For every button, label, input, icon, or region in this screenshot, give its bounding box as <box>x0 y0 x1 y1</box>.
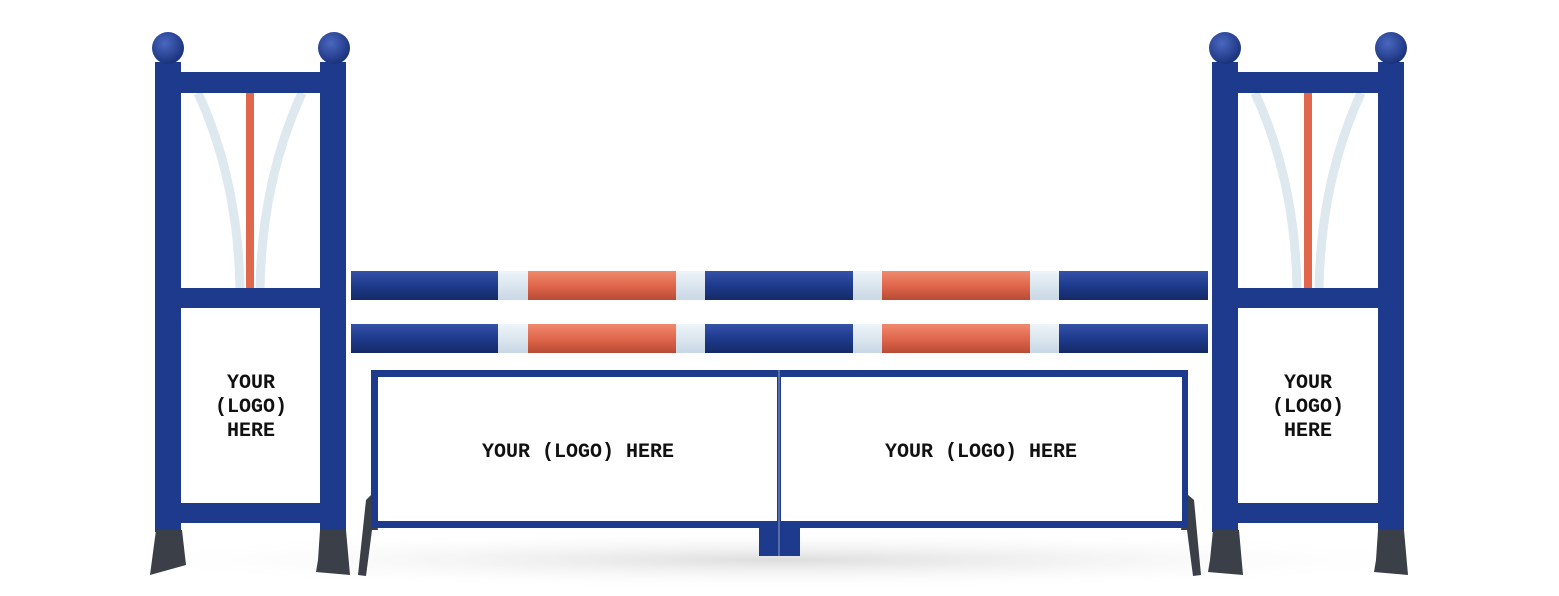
gate-filler: YOUR (LOGO) HERE YOUR (LOGO) HERE <box>358 370 1201 576</box>
logo-text-line: (LOGO) <box>215 396 287 419</box>
post <box>155 62 181 532</box>
pole-stripe <box>528 271 676 300</box>
gate-logo-text: YOUR (LOGO) HERE <box>885 441 1077 464</box>
middle-rail <box>1238 288 1378 308</box>
post-ball <box>318 32 350 64</box>
pole-stripe <box>1030 271 1059 300</box>
logo-text-line: (LOGO) <box>1272 396 1344 419</box>
logo-text-line: HERE <box>227 420 275 443</box>
logo-text-line: YOUR <box>1284 372 1332 395</box>
curved-tube <box>193 91 245 289</box>
curved-tube <box>255 91 307 289</box>
pole-stripe <box>498 324 528 353</box>
top-rail <box>180 72 320 93</box>
foot <box>1374 530 1408 575</box>
orange-rod <box>1304 93 1312 288</box>
ground-shadow <box>80 530 1480 590</box>
pole-stripe <box>705 324 853 353</box>
pole-stripe <box>1030 324 1059 353</box>
pole-stripe <box>1059 324 1208 353</box>
orange-rod <box>246 93 254 288</box>
pole-2 <box>351 324 1208 353</box>
pole-stripe <box>853 271 882 300</box>
post <box>320 62 346 532</box>
poles <box>351 271 1208 353</box>
curved-tube <box>1314 91 1366 289</box>
bottom-rail <box>180 503 320 523</box>
logo-text-line: YOUR <box>227 372 275 395</box>
pole-stripe <box>1059 271 1208 300</box>
gate-panel-left <box>378 377 777 521</box>
post-ball <box>1375 32 1407 64</box>
pole-stripe <box>498 271 528 300</box>
pole-stripe <box>676 324 705 353</box>
foot <box>150 530 186 575</box>
pole-stripe <box>882 271 1030 300</box>
gate-logo-text: YOUR (LOGO) HERE <box>482 441 674 464</box>
middle-rail <box>180 288 320 308</box>
post-ball <box>1209 32 1241 64</box>
foot <box>1208 530 1243 575</box>
pole-stripe <box>882 324 1030 353</box>
right-wing-standard: YOUR (LOGO) HERE <box>1208 32 1408 575</box>
gate-panel-right <box>781 377 1182 521</box>
curved-tube <box>1250 91 1302 289</box>
pole-stripe <box>853 324 882 353</box>
post <box>1378 62 1404 532</box>
pole-1 <box>351 271 1208 300</box>
pole-stripe <box>351 324 498 353</box>
foot <box>316 530 350 575</box>
post <box>1212 62 1238 532</box>
pole-stripe <box>676 271 705 300</box>
pole-stripe <box>528 324 676 353</box>
logo-text-line: HERE <box>1284 420 1332 443</box>
top-rail <box>1238 72 1378 93</box>
pole-stripe <box>705 271 853 300</box>
left-wing-standard: YOUR (LOGO) HERE <box>150 32 350 575</box>
bottom-rail <box>1238 503 1378 523</box>
pole-stripe <box>351 271 498 300</box>
post-ball <box>152 32 184 64</box>
